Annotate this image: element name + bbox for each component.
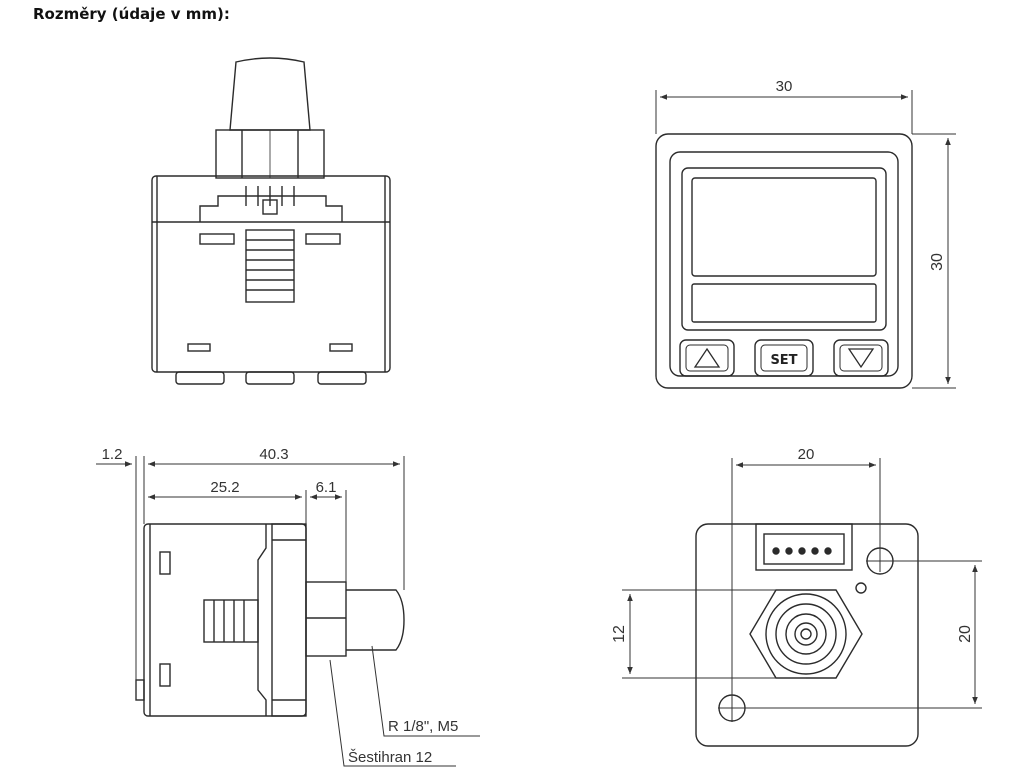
hex-note: Šestihran 12 [348, 749, 432, 766]
back-connector [755, 523, 853, 571]
top-view [151, 57, 391, 385]
back-plate [695, 523, 919, 747]
dim-flange: 1.2 [102, 446, 123, 463]
side-thread [346, 589, 405, 651]
down-button[interactable] [833, 339, 889, 377]
dim-hole-spacing-v: 20 [957, 625, 974, 643]
lcd-main [691, 177, 877, 277]
back-port-hex [749, 589, 863, 679]
side-hex-nut [305, 581, 347, 657]
back-view: 20 20 12 [611, 446, 982, 747]
lcd-frame [681, 167, 887, 331]
set-button[interactable]: SET [754, 339, 814, 377]
side-view: 1.2 40.3 25.2 6.1 R 1/8", M5 Šestihran 1… [96, 446, 480, 767]
thread-note: R 1/8", M5 [388, 718, 458, 735]
front-height-dim: 30 [929, 253, 946, 271]
front-width-dim: 30 [776, 78, 793, 95]
fitting-cap [229, 57, 311, 131]
body-outline [151, 175, 391, 373]
lcd-sub [691, 283, 877, 323]
side-body [143, 523, 307, 717]
dim-port-offset: 12 [611, 625, 628, 643]
dim-hole-spacing-h: 20 [798, 446, 815, 463]
set-button-label: SET [770, 353, 797, 368]
front-bezel [655, 133, 913, 389]
up-button[interactable] [679, 339, 735, 377]
triangle-up-icon [693, 347, 721, 368]
dim-body: 25.2 [210, 479, 239, 496]
front-view: 30 30 [655, 78, 956, 389]
dim-nut: 6.1 [316, 479, 337, 496]
triangle-down-icon [847, 348, 875, 369]
grip-pad [245, 229, 295, 303]
dimensions-heading: Rozměry (údaje v mm): [33, 5, 230, 23]
dim-overall: 40.3 [259, 446, 288, 463]
